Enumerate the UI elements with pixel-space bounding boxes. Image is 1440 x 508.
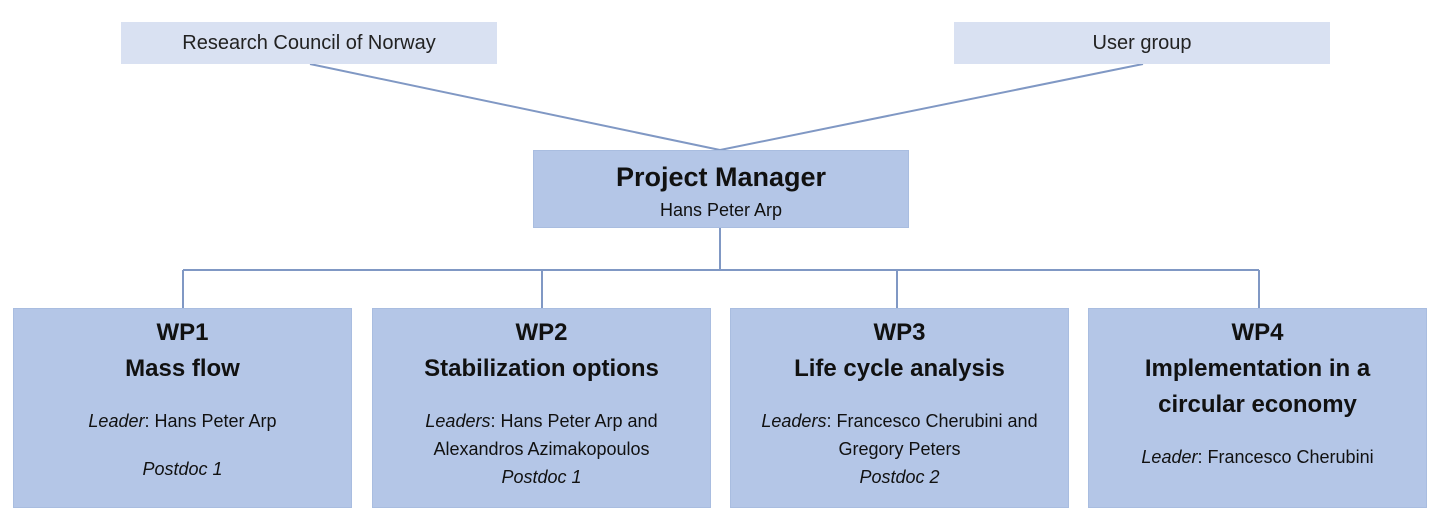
leader-name-continued: Alexandros Azimakopoulos — [433, 439, 650, 459]
leader-role: Leaders — [761, 411, 827, 431]
work-package-leader: Leaders: Francesco Cherubini and — [761, 411, 1038, 431]
work-package-title-continued: circular economy — [1158, 391, 1357, 418]
leader-role: Leader — [88, 411, 145, 431]
leader-role: Leader — [1141, 447, 1198, 467]
work-package-box-wp2: WP2 Stabilization options Leaders: Hans … — [372, 308, 711, 508]
work-package-title: Life cycle analysis — [794, 355, 1005, 382]
work-package-title: Mass flow — [125, 355, 240, 382]
work-package-box-wp4: WP4 Implementation in a circular economy… — [1088, 308, 1427, 508]
project-manager-title: Project Manager — [615, 162, 827, 192]
work-package-id: WP1 — [156, 319, 209, 346]
leader-name: Francesco Cherubini — [1207, 447, 1374, 467]
connector-funder-right — [719, 63, 1144, 151]
work-package-postdoc: Postdoc 1 — [501, 467, 582, 487]
funder-label: User group — [1092, 31, 1192, 54]
connector-funder-left — [309, 63, 721, 151]
funder-box-research-council: Research Council of Norway — [121, 22, 497, 64]
work-package-leader: Leader: Francesco Cherubini — [1141, 447, 1374, 467]
leader-name-continued: Gregory Peters — [838, 439, 961, 459]
work-package-leader: Leaders: Hans Peter Arp and — [425, 411, 658, 431]
leader-role: Leaders — [425, 411, 491, 431]
leader-name: Hans Peter Arp — [154, 411, 277, 431]
work-package-id: WP4 — [1231, 319, 1284, 346]
leader-name: Francesco Cherubini and — [836, 411, 1038, 431]
work-package-box-wp3: WP3 Life cycle analysis Leaders: Frances… — [730, 308, 1069, 508]
work-package-id: WP2 — [515, 319, 568, 346]
work-package-title: Stabilization options — [424, 355, 659, 382]
work-package-postdoc: Postdoc 2 — [859, 467, 940, 487]
work-package-leader: Leader: Hans Peter Arp — [88, 411, 277, 431]
funder-box-user-group: User group — [954, 22, 1330, 64]
project-manager-name: Hans Peter Arp — [659, 200, 783, 220]
work-package-title: Implementation in a — [1144, 355, 1371, 382]
leader-name: Hans Peter Arp and — [500, 411, 658, 431]
funder-label: Research Council of Norway — [182, 31, 436, 54]
work-package-id: WP3 — [873, 319, 926, 346]
project-manager-box: Project Manager Hans Peter Arp — [533, 150, 909, 228]
work-package-box-wp1: WP1 Mass flow Leader: Hans Peter Arp Pos… — [13, 308, 352, 508]
work-package-postdoc: Postdoc 1 — [142, 459, 223, 479]
